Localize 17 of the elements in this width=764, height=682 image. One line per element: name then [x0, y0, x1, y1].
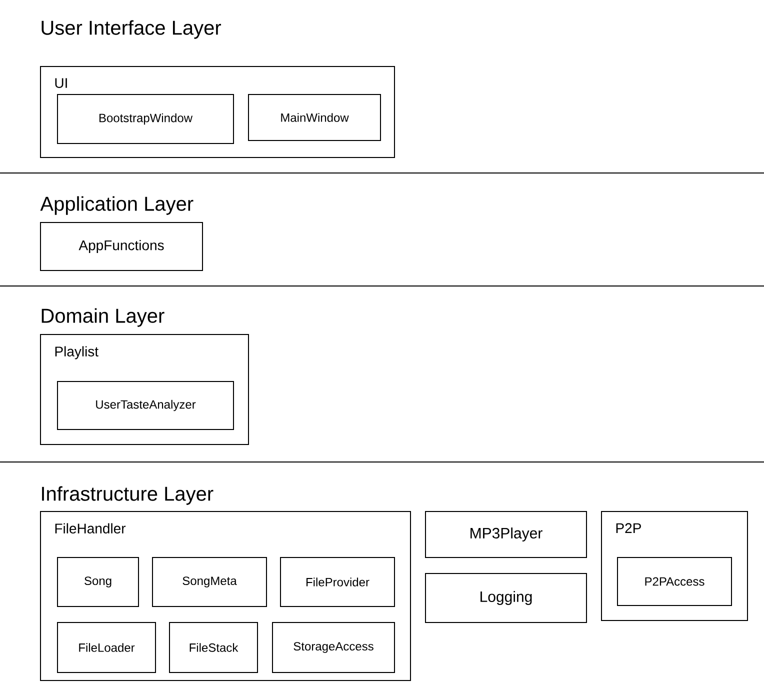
component-box: FileLoader [57, 622, 156, 673]
layer-heading: Application Layer [40, 196, 194, 215]
layer-heading: Infrastructure Layer [42, 486, 214, 505]
component-box: FileProvider [280, 557, 395, 607]
component-box: SongMeta [152, 557, 267, 607]
component-box: BootstrapWindow [57, 94, 234, 144]
component-box: MP3Player [425, 511, 587, 558]
component-box: StorageAccess [272, 622, 395, 673]
component-box: AppFunctions [40, 222, 203, 271]
component-box: Logging [425, 573, 587, 623]
component-box: Song [57, 557, 139, 607]
layer-heading: Domain Layer [42, 308, 164, 327]
component-box: MainWindow [248, 94, 381, 141]
component-box: UserTasteAnalyzer [57, 381, 234, 430]
component-box: P2PAccess [617, 557, 732, 606]
layer-heading: User Interface Layer [42, 20, 222, 39]
component-box: FileStack [169, 622, 258, 673]
